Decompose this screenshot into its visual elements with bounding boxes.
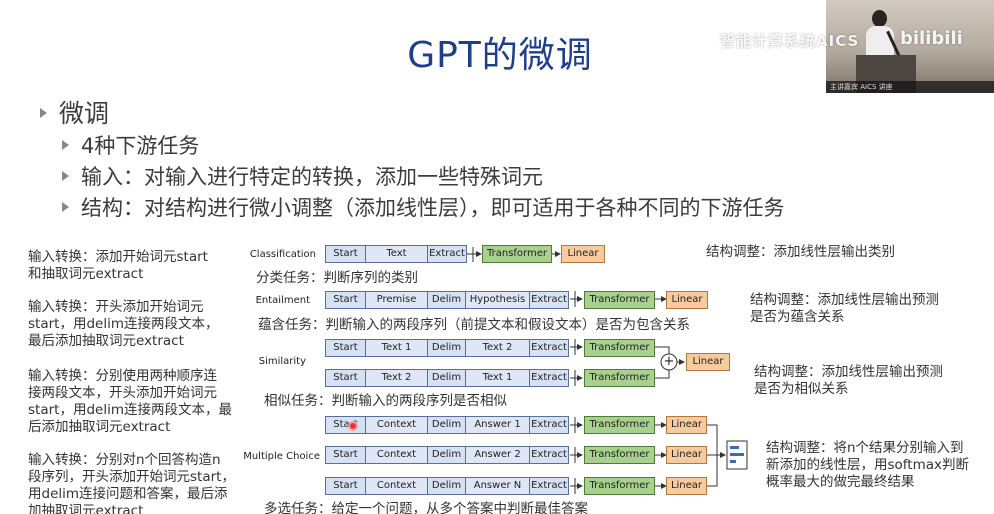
plus-circle: [660, 353, 678, 371]
token-context: Context: [365, 477, 427, 495]
bullet-fine-tune: 微调: [40, 94, 109, 130]
task-note-classification: 分类任务：判断序列的类别: [256, 270, 418, 286]
classification-sequence: Start Text Extract: [325, 245, 467, 263]
token-start: Start: [325, 477, 365, 495]
transformer-block: Transformer: [584, 416, 655, 434]
token-extract: Extract: [529, 477, 569, 495]
linear-block: Linear: [686, 353, 730, 371]
row-label-multiple-choice: Multiple Choice: [243, 451, 320, 462]
slide-title: GPT的微调: [407, 35, 593, 76]
choice-sequence-n: Start Context Delim Answer N Extract: [325, 477, 569, 495]
token-answern: Answer N: [465, 477, 529, 495]
token-extract: Extract: [529, 369, 569, 387]
token-answer2: Answer 2: [465, 446, 529, 464]
bullet-triangle-icon: [62, 171, 69, 181]
bullet-triangle-icon: [62, 140, 69, 150]
bullet-triangle-icon: [40, 108, 47, 118]
transformer-block: Transformer: [482, 245, 552, 263]
token-answer1: Answer 1: [465, 416, 529, 434]
token-text1: Text 1: [465, 369, 529, 387]
presenter-video[interactable]: 主讲嘉宾 AICS 讲座: [826, 0, 994, 93]
input-note-classification: 输入转换：添加开始词元start 和抽取词元extract: [28, 249, 208, 282]
transformer-block: Transformer: [584, 339, 655, 357]
token-delim: Delim: [427, 446, 465, 464]
token-start: Start: [325, 369, 365, 387]
token-extract: Extract: [529, 339, 569, 357]
entailment-sequence: Start Premise Delim Hypothesis Extract: [325, 291, 569, 309]
row-label-entailment: Entailment: [255, 295, 310, 306]
token-start: Start: [325, 339, 365, 357]
structure-note-multiple-choice: 结构调整：将n个结果分别输入到 新添加的线性层，用softmax判断 概率最大的…: [766, 440, 970, 490]
bullet-input: 输入：对输入进行特定的转换，添加一些特殊词元: [62, 161, 543, 191]
bullet-structure: 结构：对结构进行微小调整（添加线性层），即可适用于各种不同的下游任务: [62, 192, 785, 222]
task-note-similarity: 相似任务：判断输入的两段序列是否相似: [264, 393, 507, 409]
token-context: Context: [365, 416, 427, 434]
bullet-triangle-icon: [62, 202, 69, 212]
structure-note-entailment: 结构调整：添加线性层输出预测 是否为蕴含关系: [750, 292, 939, 325]
linear-block: Linear: [666, 291, 708, 309]
token-extract: Extract: [529, 416, 569, 434]
mouse-cursor-indicator: [348, 421, 358, 431]
structure-note-classification: 结构调整：添加线性层输出类别: [706, 244, 895, 260]
linear-block: Linear: [666, 477, 707, 495]
task-note-entailment: 蕴含任务：判断输入的两段序列（前提文本和假设文本）是否为包含关系: [258, 317, 690, 333]
plus-sign: +: [663, 354, 675, 369]
input-note-similarity: 输入转换：分别使用两种顺序连 接两段文本，开头添加开始词元 start，用del…: [28, 368, 232, 435]
token-text2: Text 2: [465, 339, 529, 357]
input-note-entailment: 输入转换：开头添加开始词元 start，用delim连接两段文本， 最后添加抽取…: [28, 299, 219, 349]
token-hypothesis: Hypothesis: [465, 291, 529, 309]
video-watermark: 智能计算系统AICS: [720, 32, 860, 50]
input-note-multiple-choice: 输入转换：分别对n个回答构造n 段序列，开头添加开始词元start， 用deli…: [28, 452, 235, 514]
token-delim: Delim: [427, 339, 465, 357]
linear-block: Linear: [666, 446, 707, 464]
task-note-multiple-choice: 多选任务：给定一个问题，从多个答案中判断最佳答案: [264, 501, 588, 514]
linear-block: Linear: [561, 245, 605, 263]
similarity-sequence-2: Start Text 2 Delim Text 1 Extract: [325, 369, 569, 387]
choice-sequence-1: Start Context Delim Answer 1 Extract: [325, 416, 569, 434]
token-extract: Extract: [427, 245, 467, 263]
token-text: Text: [365, 245, 427, 263]
transformer-block: Transformer: [584, 291, 655, 309]
token-start: Start: [325, 416, 365, 434]
token-start: Start: [325, 291, 365, 309]
transformer-block: Transformer: [584, 477, 655, 495]
token-delim: Delim: [427, 291, 465, 309]
token-delim: Delim: [427, 369, 465, 387]
similarity-sequence-1: Start Text 1 Delim Text 2 Extract: [325, 339, 569, 357]
linear-block: Linear: [666, 416, 707, 434]
transformer-block: Transformer: [584, 446, 655, 464]
token-start: Start: [325, 446, 365, 464]
video-caption: 主讲嘉宾 AICS 讲座: [826, 81, 994, 93]
token-text1: Text 1: [365, 339, 427, 357]
transformer-block: Transformer: [584, 369, 655, 387]
row-label-similarity: Similarity: [258, 356, 306, 367]
token-delim: Delim: [427, 416, 465, 434]
row-label-classification: Classification: [249, 249, 316, 260]
bullet-tasks: 4种下游任务: [62, 130, 199, 160]
token-delim: Delim: [427, 477, 465, 495]
choice-sequence-2: Start Context Delim Answer 2 Extract: [325, 446, 569, 464]
token-extract: Extract: [529, 446, 569, 464]
token-start: Start: [325, 245, 365, 263]
structure-note-similarity: 结构调整：添加线性层输出预测 是否为相似关系: [754, 364, 943, 397]
token-context: Context: [365, 446, 427, 464]
token-text2: Text 2: [365, 369, 427, 387]
token-premise: Premise: [365, 291, 427, 309]
token-extract: Extract: [529, 291, 569, 309]
bilibili-logo: bilibili: [900, 28, 963, 49]
